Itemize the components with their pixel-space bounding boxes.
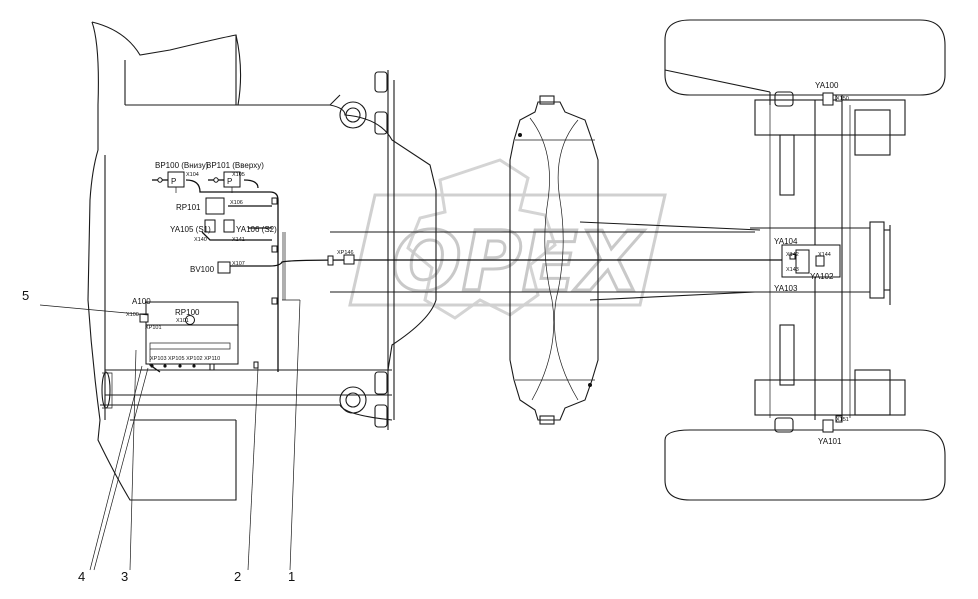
label-a100: A100	[132, 297, 151, 306]
callout-3: 3	[121, 569, 128, 584]
label-x143: X143	[786, 267, 799, 273]
callout-4: 4	[78, 569, 85, 584]
component-ya101	[822, 415, 843, 433]
component-ya105	[204, 219, 216, 233]
rear-axle	[664, 19, 946, 501]
front-axle	[339, 70, 395, 430]
component-ya106	[223, 219, 235, 233]
label-x140: X140	[194, 237, 207, 243]
component-bv100	[217, 261, 231, 274]
label-x100: X100	[126, 312, 139, 318]
label-ya104: YA104	[774, 237, 798, 246]
opex-watermark: OPEX	[348, 158, 667, 320]
rear-valve-block	[781, 244, 841, 278]
watermark-text: OPEX	[392, 215, 645, 310]
wiring-harness	[149, 179, 790, 373]
callout-2: 2	[234, 569, 241, 584]
control-unit-a100	[139, 301, 239, 368]
label-ya102: YA102	[810, 272, 834, 281]
label-x104: X104	[186, 172, 199, 178]
label-x107: X107	[232, 261, 245, 267]
label-rp100: RP100	[175, 308, 200, 317]
label-x144: X144	[818, 252, 831, 258]
component-bp100: P	[157, 171, 185, 193]
label-bp100: BP100 (Внизу)	[155, 161, 209, 170]
label-bv100: BV100	[190, 265, 215, 274]
label-x141: X141	[232, 237, 245, 243]
callout-5: 5	[22, 288, 29, 303]
label-ya105: YA105 (S1)	[170, 225, 211, 234]
label-x105: X105	[232, 172, 245, 178]
svg-text:P: P	[227, 177, 232, 186]
label-rp101: RP101	[176, 203, 201, 212]
label-ya100: YA100	[815, 81, 839, 90]
svg-text:P: P	[171, 177, 176, 186]
callout-1: 1	[288, 569, 295, 584]
label-bp101: BP101 (Вверху)	[206, 161, 264, 170]
drive-shaft	[330, 221, 761, 301]
label-xp-row: XP103 XP105 XP102 XP110	[150, 356, 220, 362]
label-x151: X151	[836, 417, 849, 423]
label-x142: X142	[786, 252, 799, 258]
component-rp101	[205, 197, 225, 215]
label-ya106: YA106 (S2)	[236, 225, 277, 234]
label-x101: X101	[176, 318, 189, 324]
transmission	[509, 95, 599, 425]
label-xp101: XP101	[145, 325, 162, 331]
label-xp146: XP146	[337, 250, 354, 256]
label-ya103: YA103	[774, 284, 798, 293]
component-bp101: P	[213, 171, 241, 193]
label-x106: X106	[230, 200, 243, 206]
label-x150: X150	[836, 96, 849, 102]
cab-body	[87, 21, 437, 501]
label-ya101: YA101	[818, 437, 842, 446]
callout-leaders	[39, 299, 301, 571]
component-ya100	[822, 92, 843, 106]
